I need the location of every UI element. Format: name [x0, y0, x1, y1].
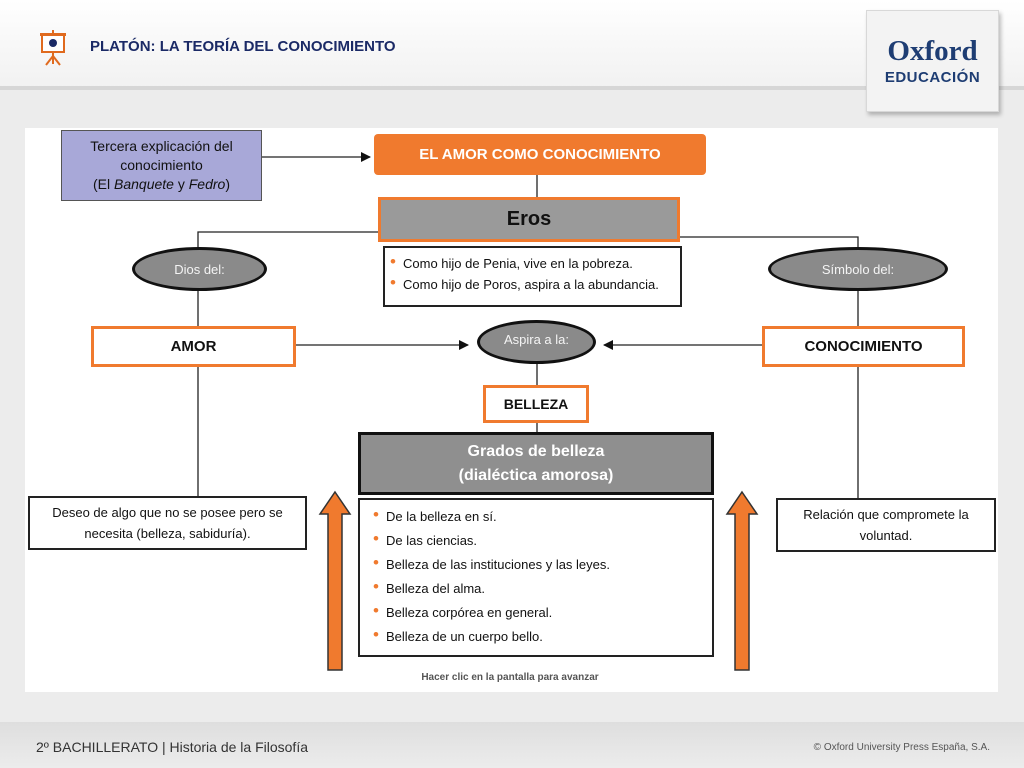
eros-point: Como hijo de Penia, vive en la pobreza.: [389, 252, 676, 272]
grados-title: Grados de belleza: [467, 442, 605, 460]
belleza-box: BELLEZA: [483, 385, 589, 423]
page-title: PLATÓN: LA TEORÍA DEL CONOCIMIENTO: [90, 38, 396, 55]
grados-subtitle: (dialéctica amorosa): [458, 466, 614, 484]
eros-point: Como hijo de Poros, aspira a la abundanc…: [389, 273, 676, 293]
header-divider: [0, 86, 1024, 90]
footer-copyright: © Oxford University Press España, S.A.: [813, 742, 990, 753]
footer-course-label: 2º BACHILLERATO | Historia de la Filosof…: [36, 739, 309, 755]
up-arrow-right-icon: [725, 490, 759, 671]
conocimiento-description-box: Relación que compromete la voluntad.: [776, 498, 996, 552]
footer-bar: [0, 722, 1024, 768]
grados-point: Belleza de un cuerpo bello.: [372, 625, 706, 645]
main-concept-box: EL AMOR COMO CONOCIMIENTO: [374, 134, 706, 175]
logo-educacion-text: EDUCACIÓN: [884, 69, 981, 86]
logo-oxford-text: Oxford: [887, 35, 978, 67]
grados-point: De las ciencias.: [372, 529, 706, 549]
oxford-logo: Oxford EDUCACIÓN: [866, 10, 999, 112]
oval-dios-del: Dios del:: [132, 247, 267, 291]
grados-point: Belleza corpórea en general.: [372, 601, 706, 621]
intro-line3: (El Banquete y Fedro): [93, 176, 230, 192]
oval-aspira-a-la: Aspira a la:: [477, 320, 596, 364]
intro-line1: Tercera explicación del: [90, 138, 233, 154]
grados-box: Grados de belleza (dialéctica amorosa): [358, 432, 714, 495]
amor-description-box: Deseo de algo que no se posee pero se ne…: [28, 496, 307, 550]
intro-line2: conocimiento: [120, 157, 203, 173]
intro-box: Tercera explicación del conocimiento (El…: [61, 130, 262, 201]
eros-box: Eros: [378, 197, 680, 242]
grados-list-box: De la belleza en sí. De las ciencias. Be…: [358, 498, 714, 657]
oval-simbolo-del: Símbolo del:: [768, 247, 948, 291]
grados-point: Belleza del alma.: [372, 577, 706, 597]
presentation-board-icon: [40, 30, 66, 66]
amor-box: AMOR: [91, 326, 296, 367]
conocimiento-box: CONOCIMIENTO: [762, 326, 965, 367]
eros-points-box: Como hijo de Penia, vive en la pobreza. …: [383, 246, 682, 307]
header-bar: [0, 0, 1024, 88]
grados-point: De la belleza en sí.: [372, 505, 706, 525]
up-arrow-left-icon: [318, 490, 352, 671]
advance-hint: Hacer clic en la pantalla para avanzar: [421, 672, 599, 683]
grados-point: Belleza de las instituciones y las leyes…: [372, 553, 706, 573]
